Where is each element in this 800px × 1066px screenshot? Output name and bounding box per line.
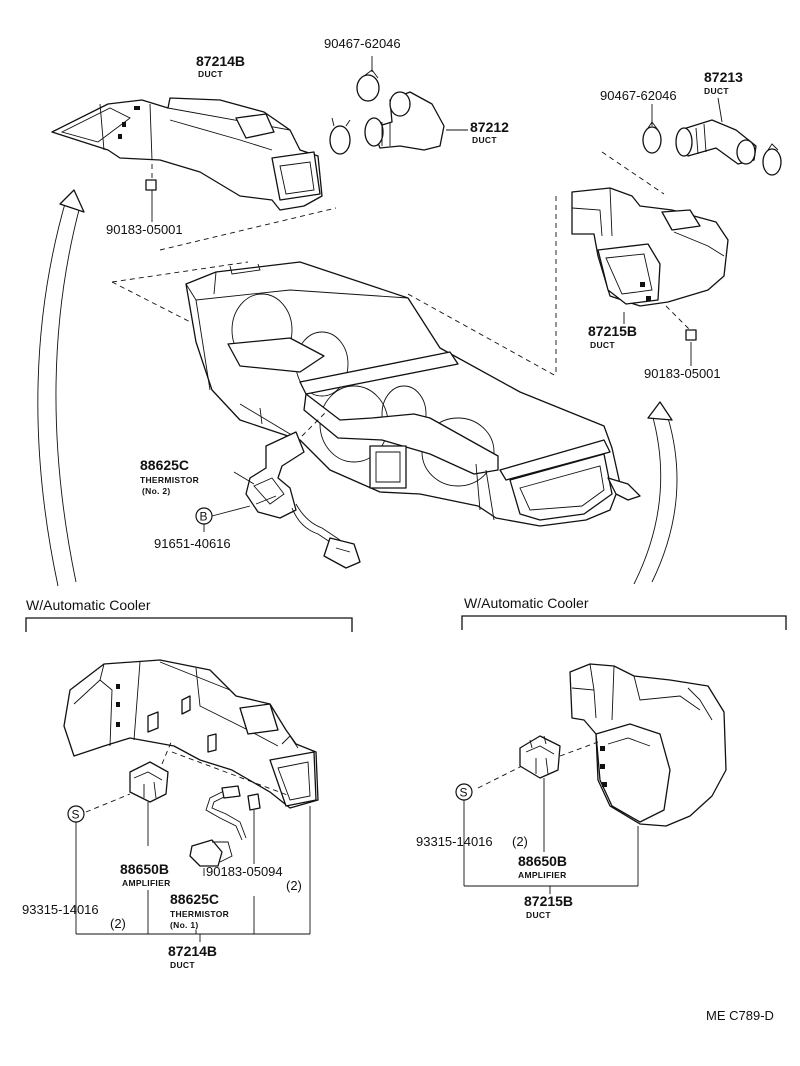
amplifier-left-number: 88650B [120, 861, 169, 877]
callout-b-symbol: B [195, 507, 213, 525]
screw-93315-left-qty: (2) [110, 916, 126, 931]
thermistor-no1-number: 88625C [170, 891, 219, 907]
figure-code: ME C789-D [706, 1008, 774, 1023]
clamp-90467-b-label: 90467-62046 [600, 88, 677, 103]
clip-90183-05094-label: 90183-05094 [206, 864, 283, 879]
clamp-90467-a-label: 90467-62046 [324, 36, 401, 51]
thermistor-no2-sub: (No. 2) [142, 486, 171, 496]
amplifier-left-drawing [129, 739, 173, 803]
amplifier-right-drawing [519, 735, 561, 779]
duct-87214b-bottom-number: 87214B [168, 943, 217, 959]
clamp-90467-b-drawing [642, 121, 662, 154]
clamp-left-small-drawing [329, 117, 351, 155]
duct-87213-drawing [675, 119, 757, 165]
section-right-title: W/Automatic Cooler [464, 595, 589, 611]
thermistor-no2-drawing [245, 411, 361, 569]
section-right-bracket [461, 615, 787, 630]
thermistor-no1-sub: (No. 1) [170, 920, 199, 930]
nut-90183-05001-left-label: 90183-05001 [106, 222, 183, 237]
arrow-left-up-icon [37, 189, 85, 587]
duct-87213-number: 87213 [704, 69, 743, 85]
clamp-right-small-drawing [762, 143, 782, 176]
bolt-91651-label: 91651-40616 [154, 536, 231, 551]
amplifier-left-desc: AMPLIFIER [122, 878, 171, 888]
amplifier-right-number: 88650B [518, 853, 567, 869]
callout-s-right-symbol: S [455, 783, 473, 801]
thermistor-no1-drawing [189, 785, 261, 867]
duct-87214b-top-drawing [51, 97, 323, 211]
callout-s-right-letter: S [460, 786, 468, 800]
duct-87215b-bottom-desc: DUCT [526, 910, 551, 920]
duct-87214b-top-number: 87214B [196, 53, 245, 69]
main-duct-assembly-drawing [111, 261, 641, 527]
duct-87212-number: 87212 [470, 119, 509, 135]
duct-87215b-bottom-number: 87215B [524, 893, 573, 909]
screw-93315-right-label: 93315-14016 [416, 834, 493, 849]
duct-87213-desc: DUCT [704, 86, 729, 96]
duct-87214b-bottom-drawing [63, 659, 319, 809]
thermistor-no2-desc: THERMISTOR [140, 475, 199, 485]
duct-87215b-top-desc: DUCT [590, 340, 615, 350]
arrow-right-up-icon [633, 401, 678, 585]
duct-87212-desc: DUCT [472, 135, 497, 145]
duct-87215b-bottom-drawing [569, 663, 727, 827]
duct-87215b-top-drawing [571, 187, 729, 307]
amplifier-right-desc: AMPLIFIER [518, 870, 567, 880]
screw-93315-right-qty: (2) [512, 834, 528, 849]
thermistor-no2-number: 88625C [140, 457, 189, 473]
duct-87214b-top-desc: DUCT [198, 69, 223, 79]
duct-87212-drawing [364, 91, 445, 151]
section-left-bracket [25, 617, 353, 632]
callout-s-left-letter: S [72, 808, 80, 822]
clip-90183-05094-qty: (2) [286, 878, 302, 893]
screw-93315-left-label: 93315-14016 [22, 902, 99, 917]
nut-90183-05001-right-label: 90183-05001 [644, 366, 721, 381]
thermistor-no1-desc: THERMISTOR [170, 909, 229, 919]
duct-87214b-bottom-desc: DUCT [170, 960, 195, 970]
section-left-title: W/Automatic Cooler [26, 597, 151, 613]
callout-s-left-symbol: S [67, 805, 85, 823]
duct-87215b-top-number: 87215B [588, 323, 637, 339]
clamp-90467-a-drawing [356, 69, 380, 102]
callout-b-letter: B [200, 510, 208, 524]
